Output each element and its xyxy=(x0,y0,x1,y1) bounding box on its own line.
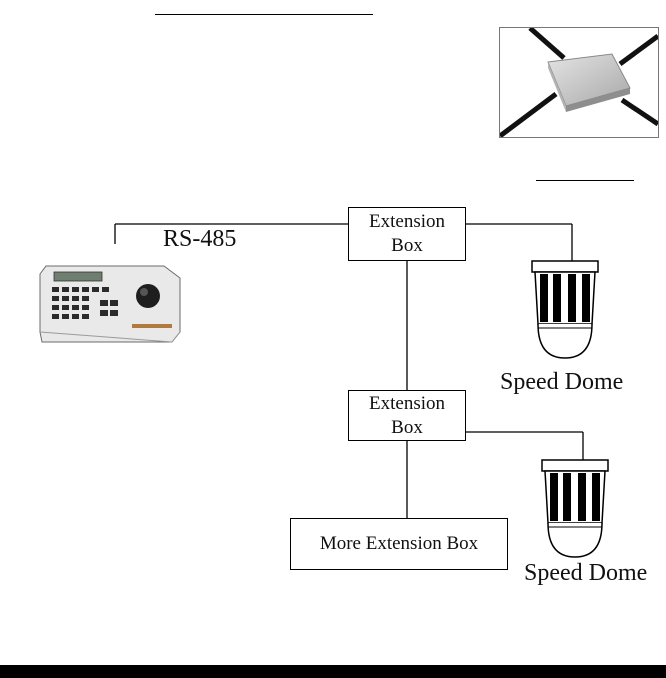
extension-box-top: Extension Box xyxy=(348,207,466,261)
extension-box-top-line2: Box xyxy=(391,234,423,258)
speed-dome-label-2: Speed Dome xyxy=(524,560,647,587)
speed-dome-label-1: Speed Dome xyxy=(500,369,623,396)
extension-box-middle: Extension Box xyxy=(348,390,466,441)
keyboard-controller-image xyxy=(38,262,184,344)
more-extension-box: More Extension Box xyxy=(290,518,508,570)
extension-box-middle-line1: Extension xyxy=(369,392,445,416)
speed-dome-icon xyxy=(530,260,600,360)
rs485-label: RS-485 xyxy=(163,226,236,253)
page-footer-bar xyxy=(0,665,666,678)
speed-dome-icon xyxy=(540,459,610,559)
extension-box-top-line1: Extension xyxy=(369,210,445,234)
extension-box-middle-line2: Box xyxy=(391,416,423,440)
